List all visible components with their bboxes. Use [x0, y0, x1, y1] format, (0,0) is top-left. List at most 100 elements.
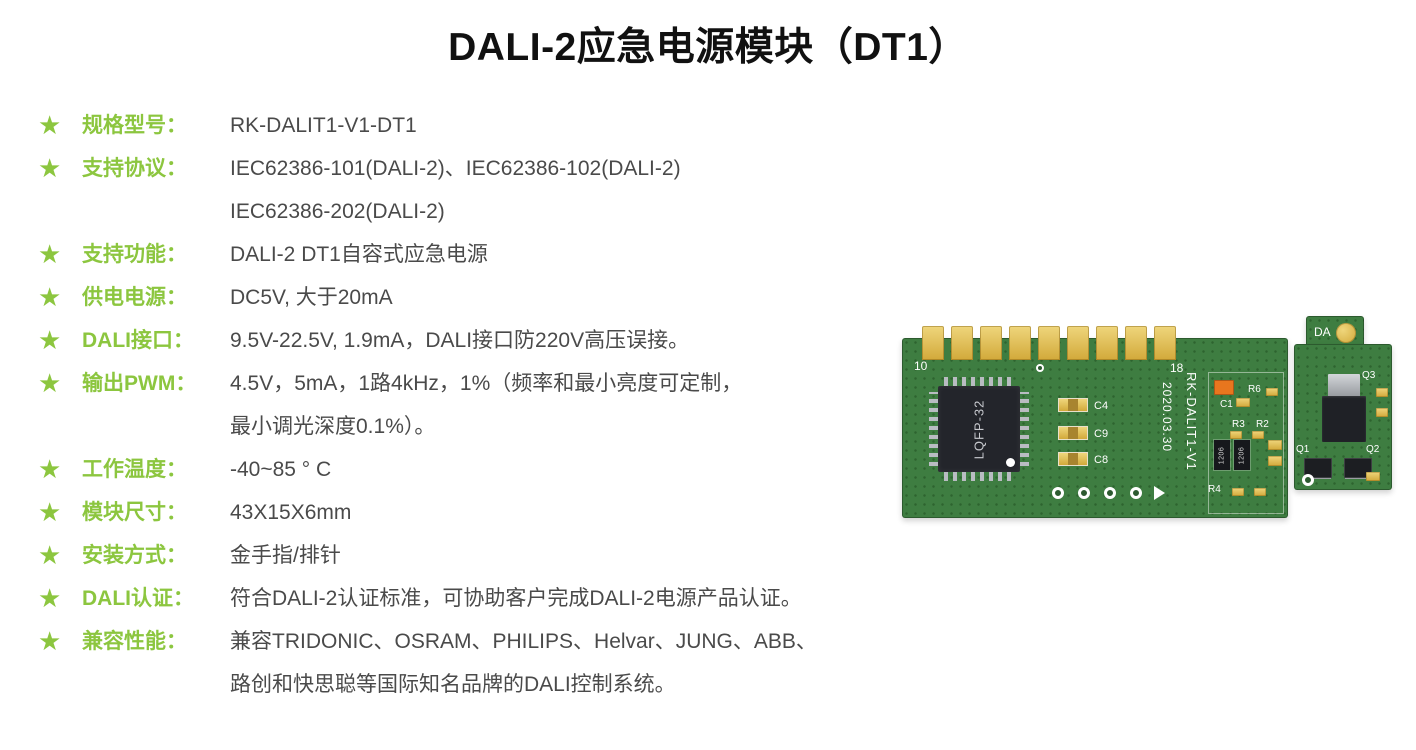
page-title: DALI-2应急电源模块（DT1）: [448, 26, 968, 69]
spec-value: -40~85 ° C: [230, 448, 908, 491]
smd-component: 1206: [1214, 440, 1230, 470]
ref-designator: C9: [1094, 428, 1109, 440]
mcu-chip: LQFP-32: [938, 386, 1020, 472]
mounting-hole: [1052, 487, 1064, 499]
spec-value-line: 最小调光深度0.1%）。: [230, 415, 436, 438]
spec-label: 工作温度：: [82, 458, 187, 481]
star-icon: ★: [38, 368, 62, 398]
star-icon: ★: [38, 540, 62, 570]
solder-pad: [1376, 388, 1388, 397]
chip-pins-left: [929, 392, 938, 466]
mounting-hole: [1104, 487, 1116, 499]
solder-pad: [1366, 472, 1380, 481]
spec-value: IEC62386-101(DALI-2)、IEC62386-102(DALI-2…: [230, 147, 908, 233]
pcb-main-board: 10 18 LQFP-32 C4 C9 C8: [902, 326, 1288, 518]
sot-component: [1344, 458, 1372, 478]
spec-row-size: ★ 模块尺寸： 43X15X6mm: [38, 491, 908, 534]
spec-value: 兼容TRIDONIC、OSRAM、PHILIPS、Helvar、JUNG、ABB…: [230, 620, 908, 706]
spec-value-line: 金手指/排针: [230, 544, 341, 567]
star-icon: ★: [38, 454, 62, 484]
spec-value-line: IEC62386-101(DALI-2)、IEC62386-102(DALI-2…: [230, 157, 681, 180]
spec-value-line: DC5V, 大于20mA: [230, 286, 393, 309]
chip-pins-bottom: [944, 472, 1014, 481]
ref-designator: Q3: [1362, 370, 1376, 381]
gold-finger-connector: [922, 326, 1176, 360]
gold-finger: [1154, 326, 1176, 360]
ref-designator: Q1: [1296, 444, 1310, 455]
spec-value: 金手指/排针: [230, 534, 908, 577]
board-name-text: RK-DALIT1-V1: [1184, 372, 1199, 471]
spec-value-line: 符合DALI-2认证标准，可协助客户完成DALI-2电源产品认证。: [230, 587, 802, 610]
spec-row-mounting: ★ 安装方式： 金手指/排针: [38, 534, 908, 577]
star-icon: ★: [38, 282, 62, 312]
da-gold-pad: [1336, 323, 1356, 343]
gold-finger: [980, 326, 1002, 360]
pin-number-start: 10: [914, 359, 928, 373]
chip-pin1-dot: [1006, 458, 1015, 467]
star-icon: ★: [38, 110, 62, 140]
solder-pad: [1232, 488, 1244, 496]
spec-row-function: ★ 支持功能： DALI-2 DT1自容式应急电源: [38, 233, 908, 276]
star-icon: ★: [38, 153, 62, 183]
spec-value-line: 兼容TRIDONIC、OSRAM、PHILIPS、Helvar、JUNG、ABB…: [230, 630, 817, 653]
spec-row-dali-interface: ★ DALI接口： 9.5V-22.5V, 1.9mA，DALI接口防220V高…: [38, 319, 908, 362]
sot-component: [1304, 458, 1332, 478]
gold-finger: [1125, 326, 1147, 360]
spec-value: 9.5V-22.5V, 1.9mA，DALI接口防220V高压误接。: [230, 319, 908, 362]
spec-label: 兼容性能：: [82, 630, 187, 653]
transistor-tab: [1328, 374, 1360, 398]
spec-label: DALI接口：: [82, 329, 194, 352]
pin-number-end: 18: [1170, 361, 1184, 375]
gold-finger: [1038, 326, 1060, 360]
spec-label: 安装方式：: [82, 544, 187, 567]
solder-pad: [1252, 431, 1264, 439]
ref-designator: R4: [1208, 484, 1221, 495]
capacitor: [1058, 426, 1088, 440]
spec-row-compatibility: ★ 兼容性能： 兼容TRIDONIC、OSRAM、PHILIPS、Helvar、…: [38, 620, 908, 706]
spec-value: DC5V, 大于20mA: [230, 276, 908, 319]
spec-row-certification: ★ DALI认证： 符合DALI-2认证标准，可协助客户完成DALI-2电源产品…: [38, 577, 908, 620]
orange-component: [1214, 380, 1234, 395]
solder-pad: [1236, 398, 1250, 407]
solder-pad: [1376, 408, 1388, 417]
spec-list: ★ 规格型号： RK-DALIT1-V1-DT1 ★ 支持协议： IEC6238…: [38, 104, 908, 706]
spec-value: 43X15X6mm: [230, 491, 908, 534]
ref-designator: DA: [1314, 325, 1331, 339]
gold-finger: [1009, 326, 1031, 360]
gold-finger: [1067, 326, 1089, 360]
solder-pad: [1266, 388, 1278, 396]
smd-component: 1206: [1234, 440, 1250, 470]
spec-value-line: 43X15X6mm: [230, 501, 352, 524]
ref-designator: R6: [1248, 384, 1261, 395]
gold-finger: [951, 326, 973, 360]
gold-finger: [922, 326, 944, 360]
chip-pins-right: [1020, 392, 1029, 466]
chip-label: LQFP-32: [971, 399, 987, 459]
capacitor: [1058, 398, 1088, 412]
spec-label: 规格型号：: [82, 114, 187, 137]
ref-designator: R2: [1256, 419, 1269, 430]
spec-label: 输出PWM：: [82, 372, 197, 395]
ref-designator: C1: [1220, 399, 1233, 410]
spec-row-model: ★ 规格型号： RK-DALIT1-V1-DT1: [38, 104, 908, 147]
spec-value-line: IEC62386-202(DALI-2): [230, 200, 445, 223]
spec-value-line: 路创和快思聪等国际知名品牌的DALI控制系统。: [230, 673, 676, 696]
solder-pad: [1254, 488, 1266, 496]
solder-pad: [1268, 456, 1282, 466]
star-icon: ★: [38, 497, 62, 527]
spec-label: 支持功能：: [82, 243, 187, 266]
spec-row-temperature: ★ 工作温度： -40~85 ° C: [38, 448, 908, 491]
spec-row-pwm-output: ★ 输出PWM： 4.5V，5mA，1路4kHz，1%（频率和最小亮度可定制， …: [38, 362, 908, 448]
spec-value: RK-DALIT1-V1-DT1: [230, 104, 908, 147]
spec-label: 支持协议：: [82, 157, 187, 180]
solder-pad: [1268, 440, 1282, 450]
ref-designator: Q2: [1366, 444, 1380, 455]
pcb-right-board: Q3 Q1 Q2: [1294, 344, 1392, 490]
star-icon: ★: [38, 583, 62, 613]
spec-value-line: 4.5V，5mA，1路4kHz，1%（频率和最小亮度可定制，: [230, 372, 743, 395]
ref-designator: C8: [1094, 454, 1109, 466]
spec-value: 符合DALI-2认证标准，可协助客户完成DALI-2电源产品认证。: [230, 577, 908, 620]
gold-finger: [1096, 326, 1118, 360]
star-icon: ★: [38, 239, 62, 269]
